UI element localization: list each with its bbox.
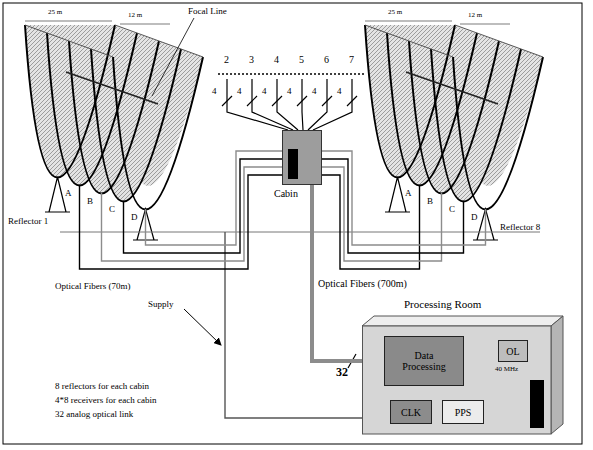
reflector-trough [25,21,203,240]
text-label: 4 [212,86,217,96]
dotted-row [218,73,364,75]
text-label: D [471,212,478,222]
box-label: Data Processing [398,350,450,372]
text-label: 40 MHz [495,365,518,373]
cabin-node: Cabin [262,128,326,206]
text-label: 4 [312,86,317,96]
supply-wire [60,232,540,233]
cabinet-rack [530,380,544,428]
device-box: Data Processing [384,336,464,386]
room-box: Processing RoomData Processing OL CLK PPS [362,296,564,436]
text-label: 7 [349,54,354,66]
cabin-door [288,149,298,179]
text-label: Reflector 8 [500,222,540,232]
room-top [362,316,563,326]
box-label: PPS [455,407,472,418]
text-label: 4 [262,86,267,96]
supply-arrow [184,309,221,345]
bundle-wires [222,79,357,368]
text-label: 32 analog optical link [55,409,133,419]
text-label: Reflector 1 [8,216,48,226]
text-label: C [449,204,455,214]
text-label: 4 [237,86,242,96]
device-box: OL [498,340,528,362]
text-label: 4 [274,54,279,66]
room-heading: Processing Room [404,298,481,310]
text-label: Optical Fibers (70m) [55,281,137,291]
text-label: 4 [287,86,292,96]
room-front [363,326,552,434]
supply-wire [225,232,362,418]
room-side [551,316,563,434]
text-label: 4*8 receivers for each cabin [55,395,156,405]
text-label: 6 [324,54,329,66]
text-label: 8 reflectors for each cabin [55,381,149,391]
text-label: 3 [249,54,254,66]
text-label: 12 m [468,11,482,19]
text-label: 32 [336,366,348,380]
text-label: D [131,212,138,222]
box-label: OL [506,346,519,357]
text-label: Focal Line [188,6,227,16]
leader-line [152,18,194,96]
text-label: 25 m [388,8,402,16]
text-label: 12 m [128,11,142,19]
reflector-trough [365,21,543,240]
device-box: PPS [442,400,484,424]
text-label: 4 [337,86,342,96]
text-label: 25 m [48,8,62,16]
device-box: CLK [390,400,432,424]
text-label: C [109,204,115,214]
text-label: Supply [148,299,174,309]
text-label: 2 [224,54,229,66]
text-label: A [65,188,72,198]
box-label: CLK [401,407,421,418]
text-label: A [405,188,412,198]
text-label: B [87,196,93,206]
connector-label: Optical Fibers (700m) [318,278,407,290]
cabin-label: Cabin [274,188,298,199]
frame [3,3,582,444]
text-label: B [427,196,433,206]
cabin-box [282,130,322,185]
text-label: 5 [299,54,304,66]
